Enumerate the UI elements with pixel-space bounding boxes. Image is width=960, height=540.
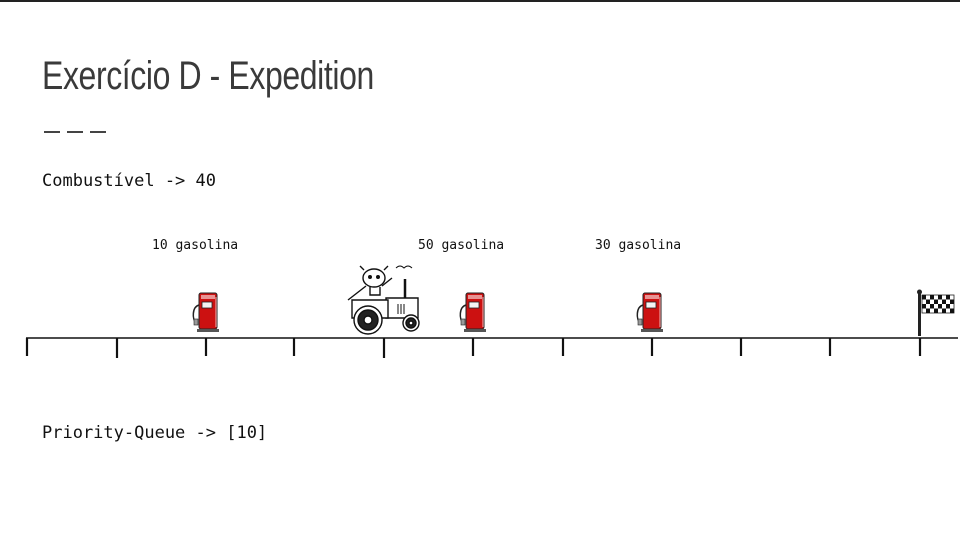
priority-queue-text: Priority-Queue -> [10] [42,423,268,443]
gas-pump-icon [192,292,220,333]
slide-title: Exercício D - Expedition [42,54,374,98]
gas-pump-icon [459,292,487,333]
station-label-3: 30 gasolina [595,238,682,253]
route-ticks [25,338,922,358]
title-underline [44,131,106,141]
station-label-1: 10 gasolina [152,238,239,253]
tractor-icon [347,265,420,335]
station-label-2: 50 gasolina [418,238,505,253]
gas-pump-icon [636,292,664,333]
checkered-flag-icon [917,289,955,336]
fuel-status-text: Combustível -> 40 [42,171,216,191]
slide-top-border [0,0,960,2]
